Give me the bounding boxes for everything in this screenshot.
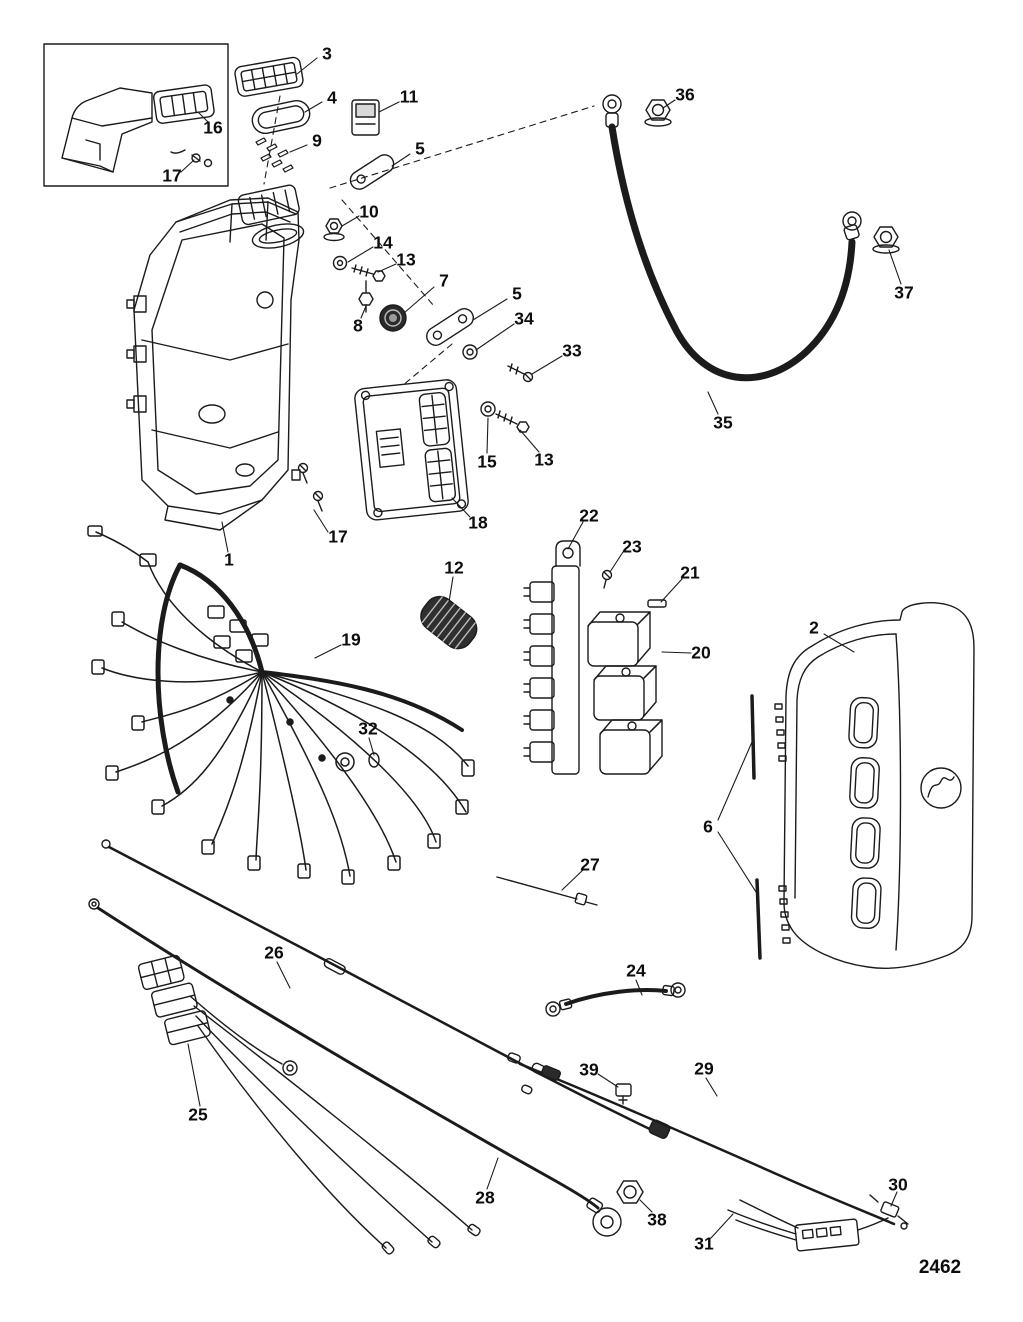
part-15-washer (480, 401, 496, 417)
callout-22: 22 (579, 505, 599, 526)
part-28-cable (88, 898, 622, 1237)
callout-34: 34 (514, 308, 534, 329)
callout-1: 1 (224, 549, 234, 570)
part-34-washer (462, 344, 478, 360)
part-4-gasket (251, 99, 311, 135)
part-17-screws (291, 462, 324, 512)
part-31-cable-bundle (727, 1199, 889, 1252)
leader-lines (180, 57, 902, 1239)
part-33-screw (507, 363, 534, 383)
part-25-harness (137, 954, 481, 1255)
callout-18: 18 (468, 512, 488, 533)
callout-32: 32 (358, 718, 378, 739)
callout-16: 16 (203, 117, 223, 138)
callout-13b: 13 (534, 449, 554, 470)
callout-14: 14 (373, 232, 393, 253)
callout-24: 24 (626, 960, 646, 981)
part-2-cover (774, 602, 975, 969)
part-23-screw (601, 569, 613, 589)
callout-5a: 5 (415, 138, 425, 159)
part-13-bolt-upper (351, 264, 386, 282)
callout-12: 12 (444, 557, 464, 578)
callout-31: 31 (694, 1233, 714, 1254)
part-35-battery-cable (602, 94, 862, 382)
part-26-cable (101, 839, 671, 1139)
assembly-dashed-lines (263, 95, 595, 387)
callout-39: 39 (579, 1059, 599, 1080)
part-13-bolt-lower (495, 410, 530, 433)
callout-5b: 5 (512, 283, 522, 304)
part-29-cable (507, 1052, 896, 1226)
part-1-bracket-box (126, 184, 305, 531)
callout-2: 2 (809, 617, 819, 638)
part-38-nut (616, 1180, 644, 1204)
callout-6: 6 (703, 816, 713, 837)
part-27-cable-tie (496, 876, 598, 906)
part-37-nut (872, 226, 900, 254)
part-36-nut (644, 99, 672, 127)
callout-10: 10 (359, 201, 379, 222)
callout-15: 15 (477, 451, 497, 472)
callout-38: 38 (647, 1209, 667, 1230)
part-39-clip (615, 1083, 632, 1105)
callout-28: 28 (475, 1187, 495, 1208)
drawing-number: 2462 (918, 1257, 962, 1278)
callout-20: 20 (691, 642, 711, 663)
part-12-boot (420, 595, 478, 650)
part-18-ecm (354, 379, 469, 521)
callout-13a: 13 (396, 249, 416, 270)
callout-25: 25 (188, 1104, 208, 1125)
callout-26: 26 (264, 942, 284, 963)
part-32-oring (368, 752, 380, 768)
callout-37: 37 (894, 282, 914, 303)
part-3-connector (234, 56, 304, 97)
callout-35: 35 (713, 412, 733, 433)
part-22-terminal-strip (523, 540, 581, 775)
callout-7: 7 (439, 270, 449, 291)
part-17-screw-inset (170, 149, 213, 168)
part-16-connector (153, 84, 215, 124)
callout-9: 9 (312, 130, 322, 151)
callout-17a: 17 (162, 165, 182, 186)
callout-4: 4 (327, 87, 337, 108)
part-14-washer (332, 255, 348, 271)
part-6-pins (750, 694, 762, 960)
callout-33: 33 (562, 340, 582, 361)
callout-21: 21 (680, 562, 700, 583)
callout-3: 3 (322, 43, 332, 64)
callout-30: 30 (888, 1174, 908, 1195)
part-9-pins (255, 137, 294, 173)
callout-8: 8 (353, 315, 363, 336)
callout-36: 36 (675, 84, 695, 105)
part-5-bracket-upper (349, 154, 395, 190)
part-19-wiring-harness (87, 525, 475, 885)
callout-11: 11 (399, 86, 419, 107)
callout-23: 23 (622, 536, 642, 557)
part-21-clip (647, 599, 667, 608)
part-11-module (351, 99, 380, 136)
callout-17b: 17 (328, 526, 348, 547)
mercury-logo (920, 767, 962, 809)
part-7-grommet (379, 304, 407, 332)
part-24-jumper-cable (545, 982, 686, 1017)
callout-29: 29 (694, 1058, 714, 1079)
inset-detail-box (43, 43, 229, 187)
callout-19: 19 (341, 629, 361, 650)
part-10-nut (323, 218, 345, 242)
callout-27: 27 (580, 854, 600, 875)
part-5-bracket-lower (426, 308, 474, 346)
part-20-relays (587, 611, 663, 775)
